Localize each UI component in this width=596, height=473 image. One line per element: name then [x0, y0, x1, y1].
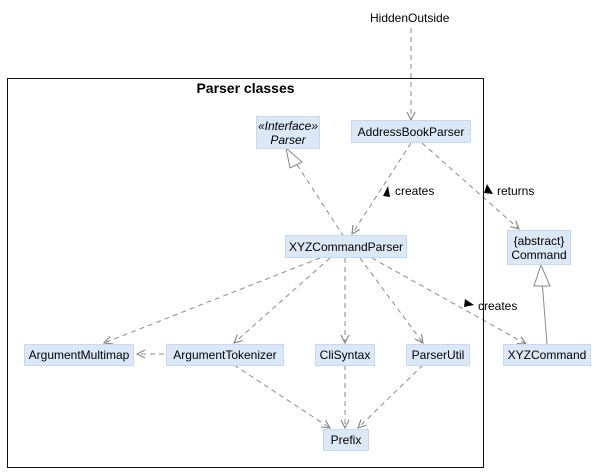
creates-command-label: creates	[478, 299, 518, 313]
abstract-stereotype: {abstract}	[513, 233, 565, 248]
xyz-command-parser-node: XYZCommandParser	[285, 235, 407, 258]
edge-extends-command	[541, 279, 548, 345]
parser-util-name: ParserUtil	[411, 348, 465, 362]
xyz-command-node: XYZCommand	[503, 344, 591, 366]
creates-parser-direction-arrow	[383, 186, 390, 197]
edge-creates-parser	[352, 142, 412, 234]
realization-triangle	[285, 146, 303, 169]
returns-label: returns	[497, 184, 535, 198]
edge-tokenizer-to-prefix	[233, 364, 330, 428]
edge-parser-to-tokenizer	[234, 257, 331, 343]
parser-util-node: ParserUtil	[406, 344, 470, 366]
argument-multimap-node: ArgumentMultimap	[24, 344, 134, 366]
package-title: Parser classes	[196, 80, 295, 96]
edge-returns-command	[421, 142, 519, 229]
creates-parser-label: creates	[395, 184, 435, 198]
abstract-command-name: Command	[511, 247, 567, 262]
xyz-command-parser-name: XYZCommandParser	[288, 239, 404, 254]
creates-command-direction-arrow	[464, 299, 474, 307]
cli-syntax-node: CliSyntax	[315, 344, 375, 366]
interface-parser-node: «Interface» Parser	[256, 116, 320, 149]
interface-name: Parser	[270, 132, 306, 147]
prefix-node: Prefix	[323, 429, 369, 451]
edge-parserutil-to-prefix	[358, 364, 424, 428]
address-book-parser-node: AddressBookParser	[351, 120, 471, 143]
argument-tokenizer-node: ArgumentTokenizer	[166, 344, 284, 366]
returns-direction-arrow	[484, 184, 493, 194]
cli-syntax-name: CliSyntax	[319, 348, 371, 362]
inheritance-triangle	[533, 263, 551, 287]
prefix-name: Prefix	[330, 433, 362, 447]
xyz-command-name: XYZCommand	[507, 348, 587, 362]
interface-stereotype: «Interface»	[257, 118, 319, 133]
edge-realizes-parser	[293, 159, 345, 238]
edge-parser-to-multimap	[104, 257, 321, 343]
package-frame	[7, 78, 484, 468]
address-book-parser-name: AddressBookParser	[357, 124, 465, 139]
abstract-command-node: {abstract} Command	[507, 230, 571, 265]
argument-tokenizer-name: ArgumentTokenizer	[173, 348, 277, 362]
edge-creates-command	[371, 257, 526, 344]
argument-multimap-name: ArgumentMultimap	[28, 348, 130, 362]
hidden-outside-label: HiddenOutside	[370, 11, 450, 25]
